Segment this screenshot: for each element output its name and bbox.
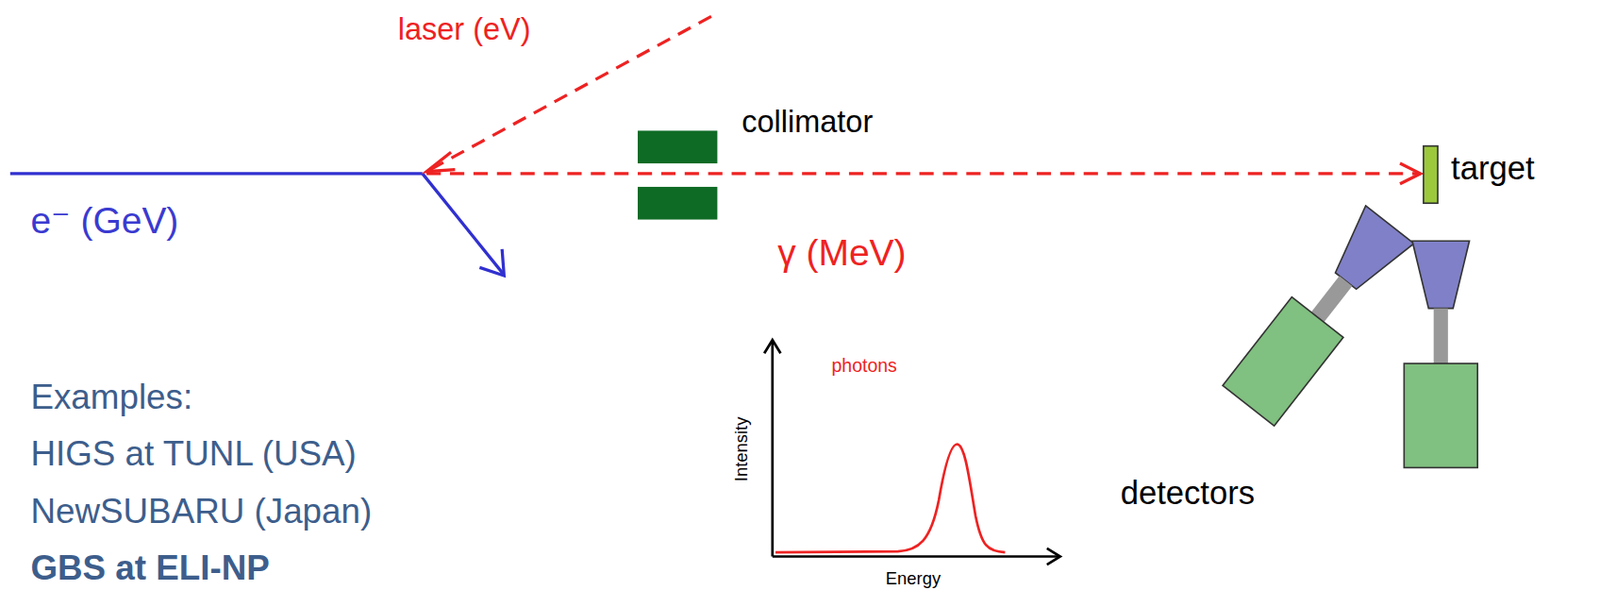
detector [1403, 240, 1478, 467]
electron-beam [10, 171, 423, 175]
example-item: NewSUBARU (Japan) [30, 491, 372, 530]
gamma-beam [426, 171, 1418, 175]
axis-label: Intensity [733, 416, 752, 482]
part-label: detectors [1120, 475, 1255, 512]
beam-label: laser (eV) [398, 12, 532, 47]
list-heading: Examples: [30, 377, 193, 416]
spectrum-curve [775, 444, 1005, 553]
beam-label: γ (MeV) [777, 233, 906, 274]
arrow-head [1400, 163, 1421, 184]
axis-arrow [764, 339, 781, 353]
axis [772, 554, 1060, 558]
scattered-electron [422, 173, 503, 274]
axis-label: Energy [885, 569, 941, 589]
axis-arrow [1047, 548, 1061, 565]
example-item: GBS at ELI-NP [30, 549, 269, 587]
arrow-head [479, 249, 504, 276]
part-label: collimator [741, 103, 873, 138]
plot-label: photons [832, 355, 898, 376]
axis [770, 340, 774, 556]
collimator-block [637, 186, 717, 220]
target [1423, 146, 1438, 204]
part-label: target [1450, 150, 1535, 187]
example-item: HIGS at TUNL (USA) [30, 434, 356, 473]
arrow-head [426, 151, 455, 172]
collimator-block [637, 130, 717, 164]
beam-label: e⁻ (GeV) [30, 200, 179, 241]
detector [1222, 204, 1416, 426]
